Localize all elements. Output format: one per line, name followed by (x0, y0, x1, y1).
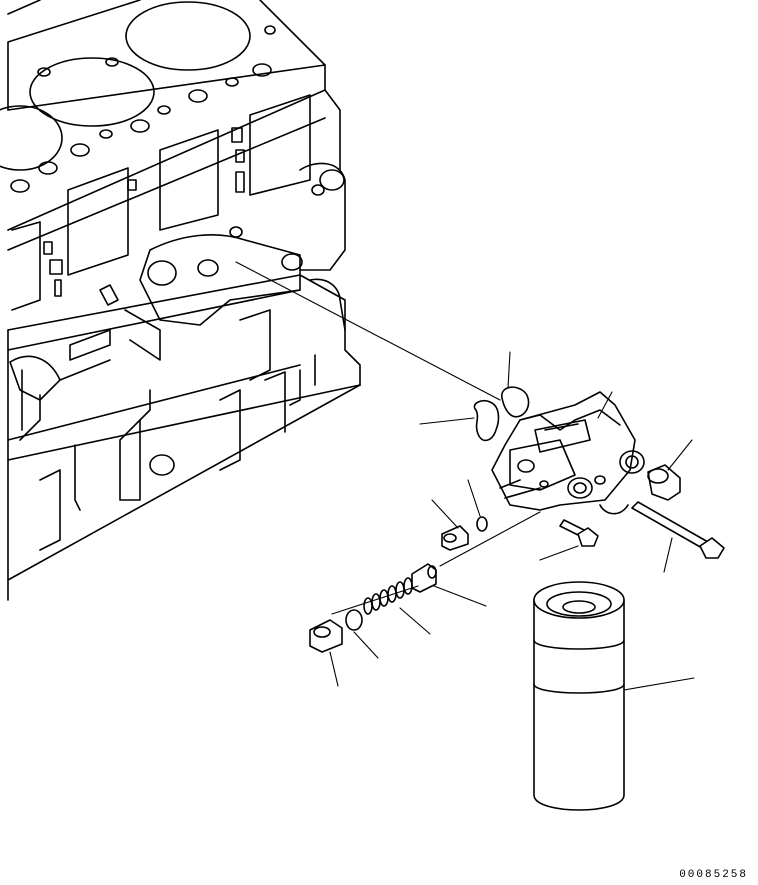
gasket-round (501, 386, 530, 418)
drawing-number: 00085258 (679, 869, 748, 881)
leader-lines (235, 261, 695, 691)
cylinder-bore (125, 1, 251, 71)
plug (309, 619, 343, 653)
relief-valve (411, 563, 437, 593)
gasket-shaped (473, 399, 500, 442)
cylinder-bore (29, 57, 155, 127)
o-ring (345, 609, 363, 631)
long-bolt (631, 501, 725, 559)
cap-plug (647, 464, 681, 501)
cylinder-block (0, 0, 361, 601)
cylinder-bore (0, 105, 63, 171)
gaskets (473, 386, 530, 442)
deck-holes (10, 25, 276, 193)
filter-head (491, 391, 645, 515)
filter-cartridge (533, 581, 625, 811)
washer (476, 516, 488, 532)
short-bolt (559, 519, 599, 547)
plug-bolt (441, 525, 469, 551)
